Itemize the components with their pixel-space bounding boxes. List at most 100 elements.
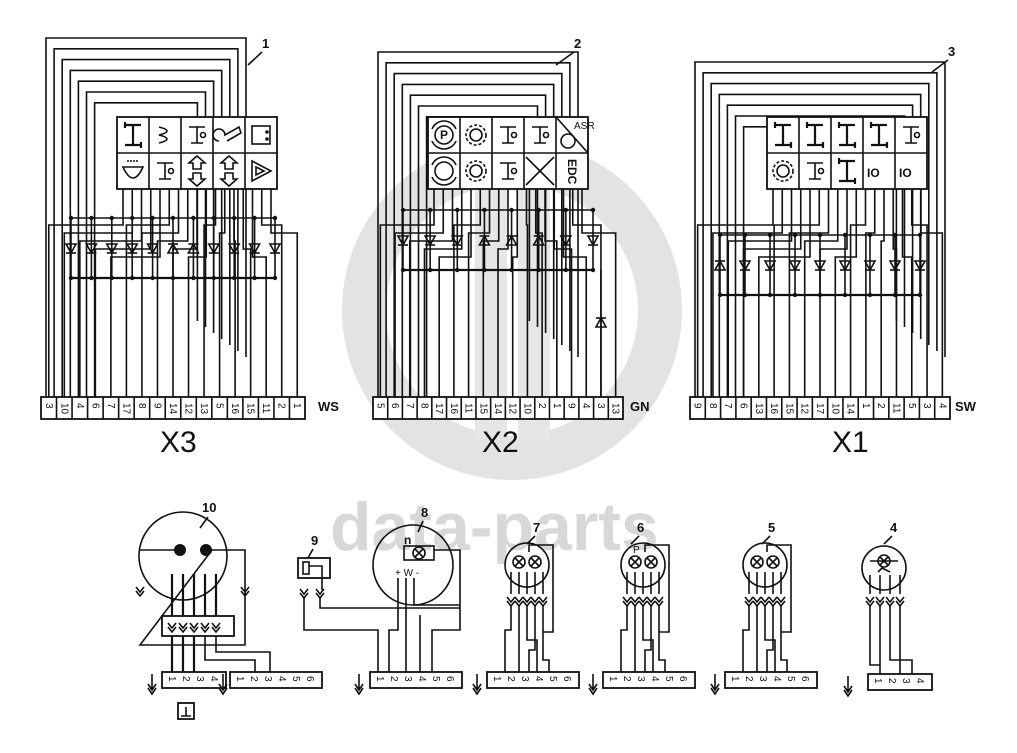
loop-wire xyxy=(53,48,239,397)
callout-label: 6 xyxy=(637,520,644,535)
pin-label: 2 xyxy=(886,678,897,684)
junction-dot xyxy=(191,215,196,221)
junction-dot xyxy=(211,275,216,281)
ground-box-icon xyxy=(177,702,195,720)
cab-pto-icon xyxy=(807,162,825,180)
connector-label: X2 xyxy=(482,426,519,459)
wire xyxy=(431,605,461,672)
pin-wire xyxy=(910,189,928,397)
junction-dot xyxy=(590,207,596,213)
lift-icon xyxy=(189,126,207,144)
lamp-icon xyxy=(750,555,764,569)
callout-label: 3 xyxy=(948,44,955,59)
wire xyxy=(742,606,788,672)
pin-label: 9 xyxy=(692,403,703,409)
connector-body xyxy=(40,396,306,420)
pin-wire xyxy=(408,189,454,397)
pin-wire xyxy=(125,189,171,397)
pin-label: 13 xyxy=(610,403,621,415)
wire xyxy=(528,544,554,633)
pin-wire xyxy=(511,189,519,397)
cab-link-icon xyxy=(903,126,921,144)
pin-wire xyxy=(187,189,208,397)
pin-wire xyxy=(553,189,573,397)
pin-wire xyxy=(453,189,482,397)
pin-label: 4 xyxy=(771,676,782,682)
wire xyxy=(138,549,246,646)
plug-contact-icon xyxy=(522,596,532,608)
pin-label: 5 xyxy=(547,676,558,682)
pto-engaged-icon xyxy=(500,162,518,180)
watermark-text: data-parts xyxy=(330,489,659,565)
diode-icon xyxy=(248,243,261,255)
pin-label: 2 xyxy=(505,676,516,682)
junction-dot xyxy=(400,207,406,213)
diode-icon xyxy=(763,260,777,272)
pto-front-icon xyxy=(532,126,550,144)
diode-icon xyxy=(166,242,180,254)
junction-dot xyxy=(170,275,176,281)
lamp-icon xyxy=(766,555,780,569)
rear-axle-drive-icon xyxy=(805,122,825,148)
junction-dot xyxy=(767,232,773,238)
pin-label: 5 xyxy=(214,403,225,409)
plug-contact-icon xyxy=(178,622,188,634)
pin-wire xyxy=(242,189,252,397)
pin-label: 3 xyxy=(595,403,606,409)
junction-dot xyxy=(509,267,514,273)
pin-wire xyxy=(865,189,876,397)
junction-dot xyxy=(892,232,898,238)
pin-label: 2 xyxy=(621,676,632,682)
pin-label: 3 xyxy=(402,676,413,682)
plug-contact-icon xyxy=(167,622,177,634)
junction-dot xyxy=(563,267,569,273)
pin-label: 8 xyxy=(136,403,147,409)
spring-suspension-icon xyxy=(158,126,168,144)
junction-dot xyxy=(252,215,257,221)
diode-icon xyxy=(838,260,852,272)
plug-contact-icon xyxy=(885,596,895,608)
pin-label: 1 xyxy=(374,676,385,682)
wire xyxy=(869,606,913,674)
pin-label: 5 xyxy=(290,676,301,682)
callout-label: 4 xyxy=(890,520,898,535)
pin-label: 4 xyxy=(416,676,427,682)
lamp-icon xyxy=(644,555,658,569)
switch-housing xyxy=(861,545,907,591)
asr-icon: ASR xyxy=(555,116,595,154)
diode-icon xyxy=(532,234,546,246)
gear-warning-icon xyxy=(465,124,487,146)
loop-wire xyxy=(417,105,539,397)
wire xyxy=(319,598,460,609)
loop-wire xyxy=(61,58,231,397)
pin-label: 13 xyxy=(198,403,209,415)
plug-contact-icon xyxy=(760,596,770,608)
junction-dot xyxy=(89,215,94,221)
plug-contact-icon xyxy=(752,596,762,608)
wire-color-label: SW xyxy=(955,399,977,414)
pin-label: 6 xyxy=(444,676,455,682)
junction-dot xyxy=(130,215,135,221)
pin-wire xyxy=(482,189,500,397)
pin-label: 1 xyxy=(166,676,177,682)
pin-wire xyxy=(47,189,124,397)
junction-dot xyxy=(867,232,873,238)
diode-icon xyxy=(913,260,927,272)
pin-label: 9 xyxy=(151,403,162,409)
junction-dot xyxy=(742,232,748,238)
pin-label: 5 xyxy=(906,403,917,409)
lamp-icon xyxy=(412,546,426,560)
junction-dot xyxy=(427,267,433,273)
pin-label: 2 xyxy=(388,676,399,682)
pin-label: 13 xyxy=(753,403,764,415)
pin-label: 12 xyxy=(507,403,518,415)
connector-body xyxy=(372,396,624,420)
junction-dot xyxy=(792,232,798,238)
loop-wire xyxy=(694,61,946,397)
